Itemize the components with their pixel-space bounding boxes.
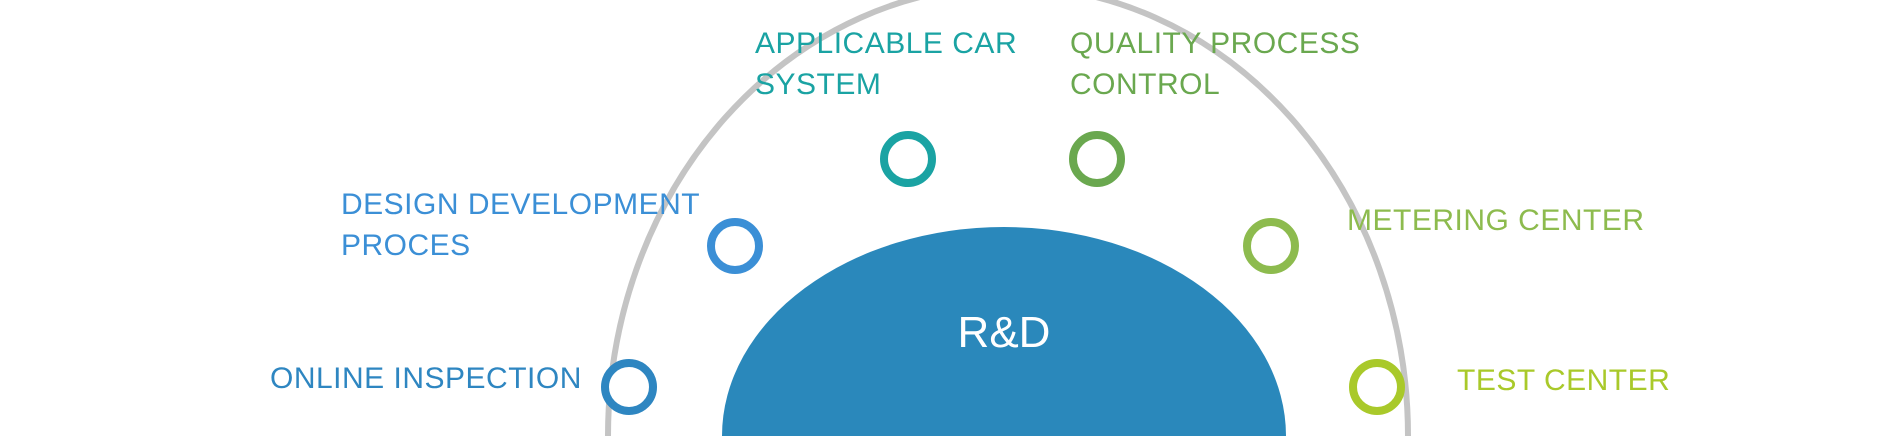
- label-line: APPLICABLE CAR: [755, 27, 1018, 60]
- node-circle-metering-center: [1243, 218, 1299, 274]
- rd-center-label: R&D: [958, 308, 1051, 357]
- label-applicable-car-system: APPLICABLE CAR SYSTEM: [755, 23, 1017, 105]
- label-online-inspection: ONLINE INSPECTION: [270, 358, 582, 399]
- label-line: SYSTEM: [755, 68, 882, 101]
- node-circle-online-inspection: [601, 359, 657, 415]
- label-line: DESIGN DEVELOPMENT: [341, 188, 701, 221]
- label-metering-center: METERING CENTER: [1347, 200, 1645, 241]
- node-circle-quality-process-control: [1069, 131, 1125, 187]
- label-quality-process-control: QUALITY PROCESS CONTROL: [1070, 23, 1360, 105]
- label-line: ONLINE INSPECTION: [270, 362, 582, 395]
- label-design-development: DESIGN DEVELOPMENT PROCES: [341, 184, 700, 266]
- label-line: QUALITY PROCESS: [1070, 27, 1361, 60]
- label-line: METERING CENTER: [1347, 204, 1645, 237]
- label-line: PROCES: [341, 229, 471, 262]
- label-line: CONTROL: [1070, 68, 1221, 101]
- node-circle-design-development: [707, 218, 763, 274]
- rd-center-dome: [722, 227, 1286, 436]
- outer-arc: [605, 0, 1411, 436]
- node-circle-applicable-car-system: [880, 131, 936, 187]
- label-line: TEST CENTER: [1457, 364, 1671, 397]
- node-circle-test-center: [1349, 359, 1405, 415]
- label-test-center: TEST CENTER: [1457, 360, 1670, 401]
